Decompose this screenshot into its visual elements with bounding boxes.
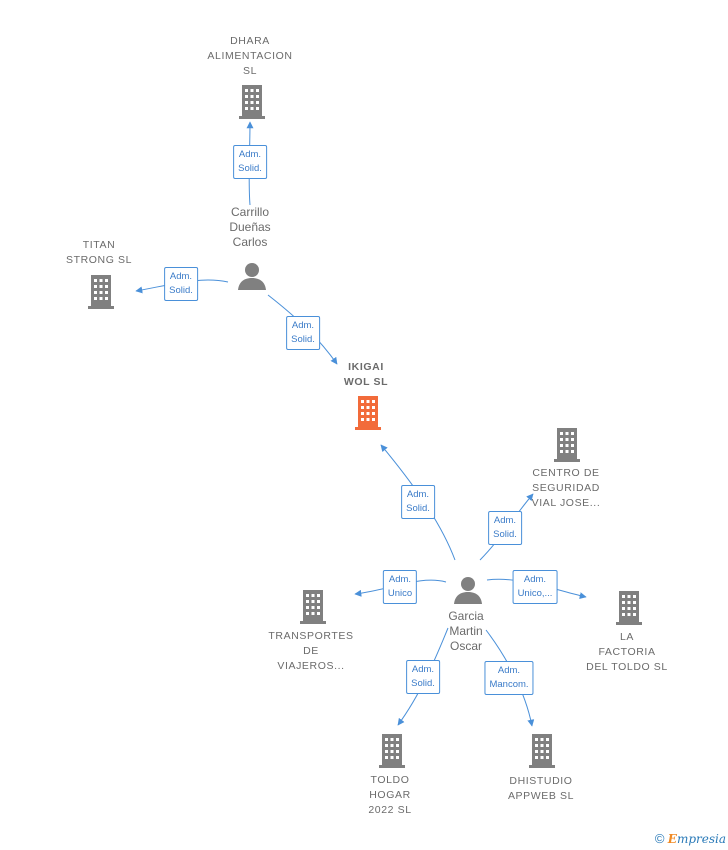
company-name-line: FACTORIA: [598, 646, 656, 658]
edge-label-carrillo-ikigai[interactable]: Adm. Solid.: [286, 316, 320, 350]
edge-label-line: Adm.: [493, 515, 517, 526]
edge-label-carrillo-titan[interactable]: Adm. Solid.: [164, 267, 198, 301]
company-label-titan[interactable]: TITAN STRONG SL: [66, 238, 132, 268]
building-icon[interactable]: [86, 273, 116, 309]
company-name-line: APPWEB SL: [507, 790, 575, 802]
edge-label-line: Adm.: [411, 664, 435, 675]
company-name-line: HOGAR: [369, 789, 411, 801]
edge-label-garcia-transportes[interactable]: Adm. Unico: [382, 570, 418, 604]
edge-label-garcia-toldo[interactable]: Adm. Solid.: [406, 660, 440, 694]
company-name-line: TITAN: [82, 239, 116, 251]
company-name-line: SL: [242, 65, 258, 77]
company-name-line: DEL TOLDO SL: [586, 661, 668, 673]
person-name-line: Garcia: [448, 609, 484, 623]
building-icon[interactable]: [237, 83, 267, 119]
edge-label-line: Solid.: [169, 285, 193, 296]
edge-label-line: Adm.: [238, 149, 262, 160]
edge-label-line: Adm.: [523, 574, 547, 585]
person-name-line: Carlos: [232, 235, 268, 249]
person-name-line: Carrillo: [230, 205, 269, 219]
copyright-icon: ©: [654, 831, 665, 846]
person-name-line: Martin: [449, 624, 483, 638]
brand-initial: E: [667, 832, 677, 846]
company-label-dhistudio[interactable]: DHISTUDIO APPWEB SL: [508, 774, 574, 804]
edge-label-line: Mancom.: [489, 679, 529, 690]
company-name-line: LA: [619, 631, 635, 643]
company-name-line: TOLDO: [370, 774, 410, 786]
edge-label-line: Adm.: [497, 665, 521, 676]
company-name-line: VIAJEROS...: [277, 660, 345, 672]
edge-label-garcia-dhistudio[interactable]: Adm. Mancom.: [484, 661, 534, 695]
person-icon[interactable]: [453, 575, 483, 605]
edge-label-line: Adm.: [388, 574, 412, 585]
company-name-line: DHARA: [230, 35, 270, 47]
edge-label-line: Solid.: [238, 163, 262, 174]
edge-label-garcia-ikigai[interactable]: Adm. Solid.: [401, 485, 435, 519]
company-name-line: DE: [303, 645, 319, 657]
building-icon[interactable]: [377, 732, 407, 768]
person-label-carrillo[interactable]: Carrillo Dueñas Carlos: [229, 205, 270, 250]
company-name-line: DHISTUDIO: [509, 775, 573, 787]
edge-label-garcia-factoria[interactable]: Adm. Unico,...: [512, 570, 558, 604]
building-icon[interactable]: [552, 426, 582, 462]
edge-label-line: Unico,...: [517, 588, 553, 599]
building-icon[interactable]: [614, 589, 644, 625]
edge-label-garcia-centro[interactable]: Adm. Solid.: [488, 511, 522, 545]
person-icon[interactable]: [237, 261, 267, 291]
edge-label-line: Adm.: [169, 271, 193, 282]
company-name-line: TRANSPORTES: [268, 630, 354, 642]
edge-label-line: Unico: [387, 588, 413, 599]
building-icon[interactable]: [353, 394, 383, 430]
company-name-line: STRONG SL: [65, 254, 133, 266]
edge-label-line: Solid.: [406, 503, 430, 514]
building-icon[interactable]: [527, 732, 557, 768]
edge-label-line: Solid.: [291, 334, 315, 345]
company-name-line: SEGURIDAD: [532, 482, 600, 494]
company-name-line: ALIMENTACION: [207, 50, 293, 62]
company-label-transportes[interactable]: TRANSPORTES DE VIAJEROS...: [268, 629, 353, 674]
company-label-toldo[interactable]: TOLDO HOGAR 2022 SL: [368, 773, 411, 818]
footer-brand[interactable]: © Empresia: [655, 831, 726, 846]
company-label-ikigai[interactable]: IKIGAI WOL SL: [344, 360, 388, 390]
building-icon[interactable]: [298, 588, 328, 624]
edge-label-line: Adm.: [291, 320, 315, 331]
company-name-line: VIAL JOSE...: [531, 497, 601, 509]
edge-label-carrillo-dhara[interactable]: Adm. Solid.: [233, 145, 267, 179]
company-name-line: IKIGAI: [348, 361, 384, 373]
company-name-line: WOL SL: [343, 376, 389, 388]
person-name-line: Dueñas: [229, 220, 271, 234]
edge-label-line: Solid.: [411, 678, 435, 689]
person-label-garcia[interactable]: Garcia Martin Oscar: [448, 609, 483, 654]
edge-label-line: Solid.: [493, 529, 517, 540]
company-label-centro[interactable]: CENTRO DE SEGURIDAD VIAL JOSE...: [532, 466, 601, 511]
company-name-line: 2022 SL: [368, 804, 412, 816]
edge-label-line: Adm.: [406, 489, 430, 500]
company-label-dhara[interactable]: DHARA ALIMENTACION SL: [207, 34, 292, 79]
company-label-factoria[interactable]: LA FACTORIA DEL TOLDO SL: [586, 630, 668, 675]
company-name-line: CENTRO DE: [532, 467, 600, 479]
person-name-line: Oscar: [449, 639, 482, 653]
brand-name: mpresia: [676, 832, 726, 846]
